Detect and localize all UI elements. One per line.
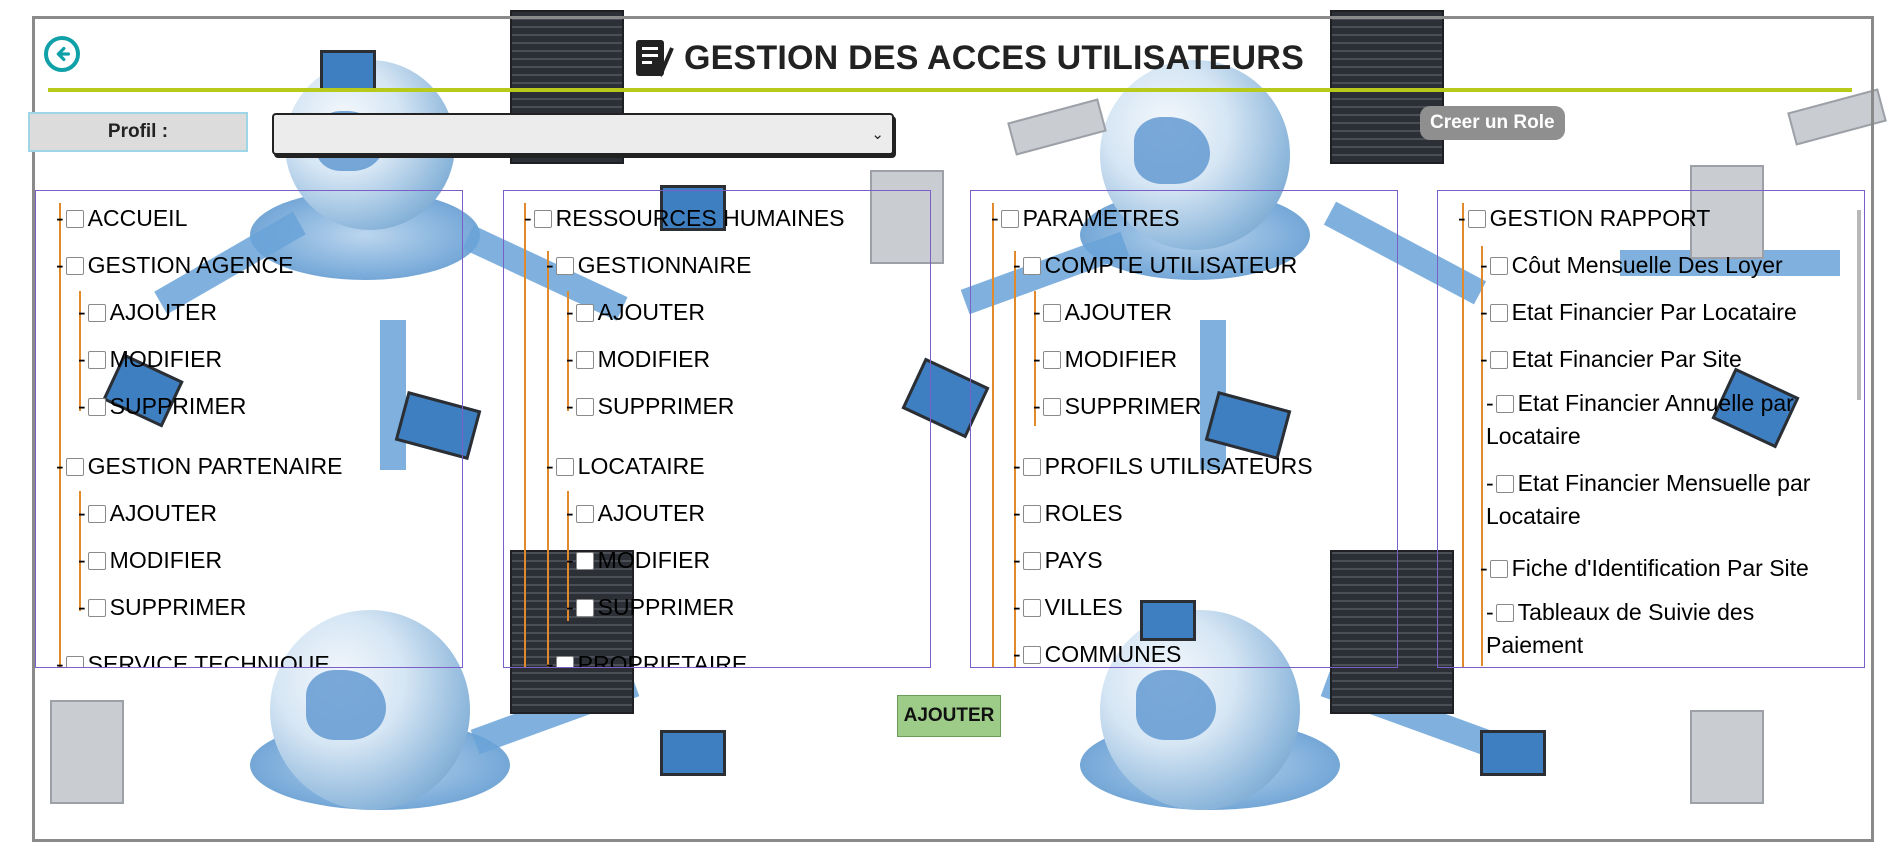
checkbox[interactable] <box>87 598 106 617</box>
profil-select[interactable]: ⌄ <box>272 113 894 155</box>
checkbox[interactable] <box>1489 350 1508 369</box>
checkbox[interactable] <box>1489 256 1508 275</box>
checkbox[interactable] <box>65 457 84 476</box>
tree-node[interactable]: -Tableaux de Suivie des Paiement <box>1486 599 1755 658</box>
tree-node[interactable]: -GESTION AGENCE <box>56 252 294 278</box>
tree-node[interactable]: -PROFILS UTILISATEURS <box>1013 453 1313 479</box>
tree-node[interactable]: -GESTIONNAIRE <box>546 252 752 278</box>
tree-node[interactable]: -SUPPRIMER <box>78 393 247 419</box>
checkbox[interactable] <box>1022 457 1041 476</box>
checkbox[interactable] <box>1000 209 1019 228</box>
tree-node[interactable]: -GESTION RAPPORT <box>1458 205 1711 231</box>
checkbox[interactable] <box>1042 303 1061 322</box>
checkbox[interactable] <box>575 350 594 369</box>
tree-node[interactable]: -Etat Financier Par Site <box>1480 346 1742 372</box>
tree-node[interactable]: -VILLES <box>1013 594 1123 620</box>
checkbox[interactable] <box>1022 598 1041 617</box>
checkbox[interactable] <box>1495 604 1514 622</box>
tree-node[interactable]: -AJOUTER <box>1033 299 1173 325</box>
checkbox[interactable] <box>555 655 574 667</box>
tree-node[interactable]: -Etat Financier Mensuelle par Locataire <box>1486 470 1811 529</box>
tree-node[interactable]: -ACCUEIL <box>56 205 188 231</box>
panel-scrollbar[interactable] <box>1857 210 1861 400</box>
checkbox[interactable] <box>1022 256 1041 275</box>
chevron-down-icon: ⌄ <box>871 126 884 143</box>
tree-node[interactable]: -Fiche d'Identification Par Site <box>1480 555 1809 581</box>
tree-node[interactable]: -Etat Financier Annuelle par Locataire <box>1486 390 1794 449</box>
checkbox[interactable] <box>1042 350 1061 369</box>
checkbox[interactable] <box>1489 303 1508 322</box>
permissions-panel-gestion-rapport: -GESTION RAPPORT -Côut Mensuelle Des Loy… <box>1437 190 1865 668</box>
profil-label: Profil : <box>28 112 248 152</box>
checkbox[interactable] <box>555 256 574 275</box>
tree-node[interactable]: -ROLES <box>1013 500 1123 526</box>
checkbox[interactable] <box>65 209 84 228</box>
tree-node[interactable]: -SUPPRIMER <box>566 393 735 419</box>
tree-node[interactable]: -Etat Financier Par Locataire <box>1480 299 1797 325</box>
back-arrow-icon[interactable] <box>44 36 80 72</box>
create-role-button[interactable]: Creer un Role <box>1420 106 1565 140</box>
tree-node[interactable]: -COMMUNES <box>1013 641 1182 667</box>
tree-node[interactable]: -SERVICE TECHNIQUE <box>56 651 330 667</box>
tree-node[interactable]: -SUPPRIMER <box>566 594 735 620</box>
checkbox[interactable] <box>65 655 84 667</box>
tree-node[interactable]: -MODIFIER <box>78 547 223 573</box>
checkbox[interactable] <box>1042 397 1061 416</box>
tree-node[interactable]: -MODIFIER <box>566 547 711 573</box>
tree-node[interactable]: -AJOUTER <box>566 500 706 526</box>
checkbox[interactable] <box>575 303 594 322</box>
checkbox[interactable] <box>87 350 106 369</box>
title-divider <box>48 88 1852 92</box>
checkbox[interactable] <box>575 598 594 617</box>
tree-node[interactable]: -PROPRIETAIRE <box>546 651 747 667</box>
checkbox[interactable] <box>1022 504 1041 523</box>
tree-node[interactable]: -Côut Mensuelle Des Loyer <box>1480 252 1783 278</box>
submit-ajouter-button[interactable]: AJOUTER <box>897 695 1001 737</box>
tree-node[interactable]: -MODIFIER <box>566 346 711 372</box>
tree-node[interactable]: -MODIFIER <box>1033 346 1178 372</box>
permissions-panel-ressources-humaines: -RESSOURCES HUMAINES -GESTIONNAIRE -AJOU… <box>503 190 931 668</box>
checkbox[interactable] <box>533 209 552 228</box>
tree-node[interactable]: -SUPPRIMER <box>78 594 247 620</box>
tree-node[interactable]: -GESTION PARTENAIRE <box>56 453 343 479</box>
checkbox[interactable] <box>575 504 594 523</box>
checkbox[interactable] <box>575 551 594 570</box>
tree-node[interactable]: -LOCATAIRE <box>546 453 705 479</box>
checkbox[interactable] <box>1495 475 1514 493</box>
checkbox[interactable] <box>1022 645 1041 664</box>
tree-node[interactable]: -SUPPRIMER <box>1033 393 1202 419</box>
page-title: GESTION DES ACCES UTILISATEURS <box>684 38 1304 77</box>
checkbox[interactable] <box>87 504 106 523</box>
tree-node[interactable]: -RESSOURCES HUMAINES <box>524 205 845 231</box>
tree-node[interactable]: -PAYS <box>1013 547 1103 573</box>
tree-node[interactable]: -AJOUTER <box>78 299 218 325</box>
permissions-panel-parametres: -PARAMETRES -COMPTE UTILISATEUR -AJOUTER… <box>970 190 1398 668</box>
checkbox[interactable] <box>1489 559 1508 578</box>
tree-node[interactable]: -AJOUTER <box>78 500 218 526</box>
checkbox[interactable] <box>87 303 106 322</box>
page-header: GESTION DES ACCES UTILISATEURS <box>630 36 1304 80</box>
checkbox[interactable] <box>1022 551 1041 570</box>
checkbox[interactable] <box>1467 209 1486 228</box>
checkbox[interactable] <box>87 397 106 416</box>
tree-node[interactable]: -MODIFIER <box>78 346 223 372</box>
edit-document-icon <box>636 40 674 77</box>
checkbox[interactable] <box>87 551 106 570</box>
checkbox[interactable] <box>1495 395 1514 413</box>
permissions-panel-accueil: -ACCUEIL -GESTION AGENCE -AJOUTER -MODIF… <box>35 190 463 668</box>
tree-node[interactable]: -PARAMETRES <box>991 205 1180 231</box>
tree-node[interactable]: -AJOUTER <box>566 299 706 325</box>
tree-node[interactable]: -COMPTE UTILISATEUR <box>1013 252 1298 278</box>
checkbox[interactable] <box>555 457 574 476</box>
checkbox[interactable] <box>65 256 84 275</box>
checkbox[interactable] <box>575 397 594 416</box>
